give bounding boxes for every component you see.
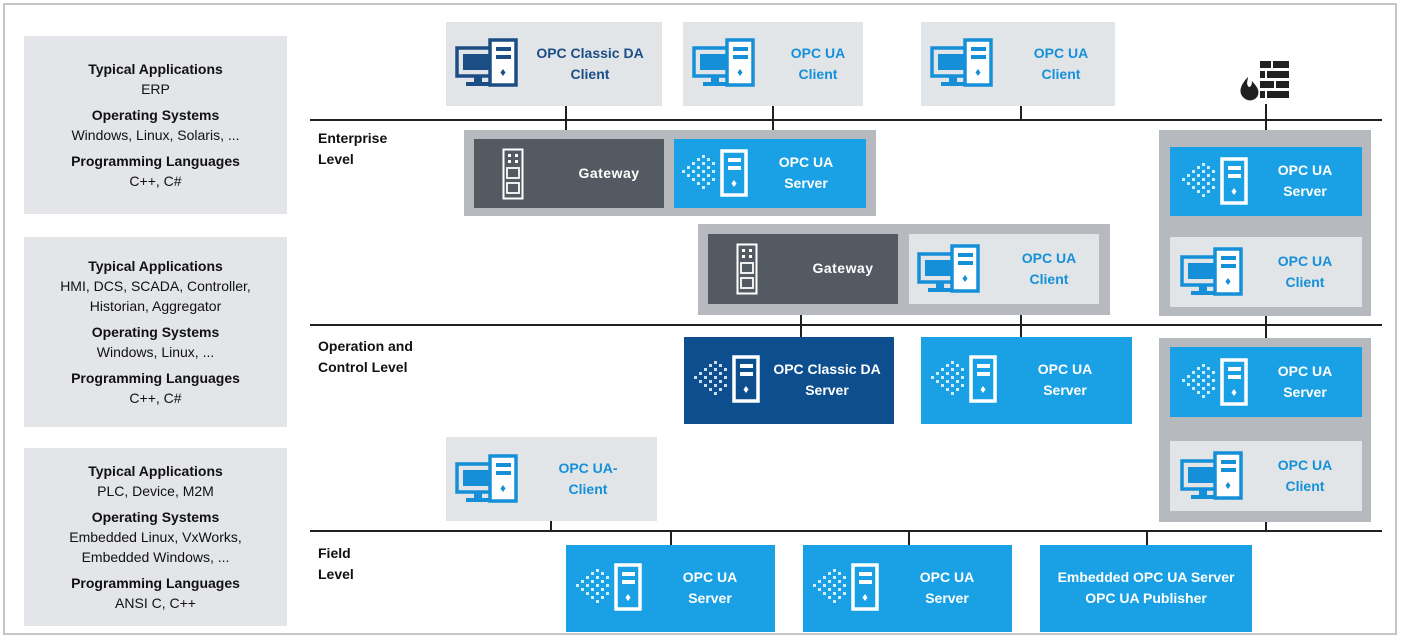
computer-icon — [930, 38, 996, 88]
field-bus-line — [310, 530, 1382, 532]
apps-text: PLC, Device, M2M — [97, 483, 214, 499]
opc-ua-client-top-2: OPC UA Client — [921, 22, 1115, 106]
os-text: Embedded Linux, VxWorks, Embedded Window… — [69, 529, 242, 565]
enterprise-level-label: Enterprise Level — [318, 130, 388, 167]
opc-classic-da-client: OPC Classic DA Client — [446, 22, 662, 106]
connector — [1020, 324, 1022, 338]
lang-heading: Programming Languages — [71, 370, 240, 386]
os-heading: Operating Systems — [91, 324, 220, 340]
node-label: OPC UA Server — [1277, 162, 1333, 199]
opc-ua-client-right-1: OPC UA Client — [1170, 237, 1362, 307]
opc-ua-client-field: OPC UA-Client — [446, 437, 657, 521]
enterprise-info-panel: Typical Applications ERP Operating Syste… — [24, 36, 287, 214]
connector — [1265, 315, 1267, 339]
lang-heading: Programming Languages — [71, 153, 240, 169]
server-tower-icon — [929, 354, 999, 404]
node-label: Gateway — [812, 260, 874, 276]
computer-icon — [1180, 451, 1246, 501]
os-heading: Operating Systems — [91, 107, 220, 123]
gateway-2: Gateway — [708, 234, 898, 304]
operation-bus-line — [310, 324, 1382, 326]
apps-heading: Typical Applications — [88, 258, 223, 274]
connector — [670, 530, 672, 545]
lang-text: C++, C# — [129, 390, 182, 406]
operation-info-panel: Typical Applications HMI, DCS, SCADA, Co… — [24, 237, 287, 427]
computer-icon — [455, 38, 521, 88]
opc-ua-server-operation: OPC UA Server — [921, 337, 1132, 424]
field-level-label: Field Level — [318, 545, 354, 582]
node-label: OPC Classic DA Client — [536, 45, 644, 82]
computer-icon — [917, 244, 983, 294]
node-label: Gateway — [578, 165, 640, 181]
opc-ua-server-field-1: OPC UA Server — [566, 545, 775, 632]
server-tower-icon — [1180, 156, 1250, 206]
opc-ua-server-field-2: OPC UA Server — [803, 545, 1012, 632]
opc-ua-client-gateway: OPC UA Client — [909, 234, 1099, 304]
node-label-line1: Embedded OPC UA Server — [1057, 569, 1235, 585]
apps-heading: Typical Applications — [88, 463, 223, 479]
connector — [1265, 104, 1267, 130]
connector — [565, 106, 567, 120]
node-label: OPC UA Server — [682, 569, 738, 606]
connector — [1020, 314, 1022, 325]
node-label: OPC UA Client — [1033, 45, 1089, 82]
server-tower-icon — [811, 562, 881, 612]
lang-heading: Programming Languages — [71, 575, 240, 591]
lang-text: ANSI C, C++ — [115, 595, 196, 611]
field-info-panel: Typical Applications PLC, Device, M2M Op… — [24, 448, 287, 626]
apps-text: HMI, DCS, SCADA, Controller, Historian, … — [60, 278, 251, 314]
connector — [1265, 520, 1267, 531]
firewall-icon — [1240, 61, 1289, 101]
computer-icon — [1180, 247, 1246, 297]
os-text: Windows, Linux, ... — [96, 344, 215, 360]
operation-level-label: Operation and Control Level — [318, 338, 413, 375]
os-text: Windows, Linux, Solaris, ... — [71, 127, 240, 143]
apps-heading: Typical Applications — [88, 61, 223, 77]
node-label: OPC UA Client — [1277, 457, 1333, 494]
opc-ua-client-right-2: OPC UA Client — [1170, 441, 1362, 511]
connector — [800, 314, 802, 325]
server-tower-icon — [1180, 357, 1250, 407]
node-label: OPC Classic DA Server — [773, 361, 881, 398]
connector — [1020, 106, 1022, 120]
node-label: OPC UA Server — [778, 154, 834, 191]
gateway-1: Gateway — [474, 139, 664, 208]
lang-text: C++, C# — [129, 173, 182, 189]
apps-text: ERP — [141, 81, 170, 97]
embedded-opc-ua-server: Embedded OPC UA Server OPC UA Publisher — [1040, 545, 1252, 632]
os-heading: Operating Systems — [91, 509, 220, 525]
node-label: OPC UA Server — [919, 569, 975, 606]
computer-icon — [455, 454, 521, 504]
server-tower-icon — [692, 354, 762, 404]
node-label: OPC UA-Client — [558, 460, 618, 497]
connector — [565, 119, 567, 131]
server-tower-icon — [680, 148, 750, 198]
computer-icon — [692, 38, 758, 88]
enterprise-bus-line — [310, 119, 1382, 121]
gateway-device-icon — [736, 243, 758, 295]
node-label-line2: OPC UA Publisher — [1085, 590, 1207, 606]
connector — [550, 521, 552, 531]
node-label: OPC UA Client — [790, 45, 846, 82]
opc-ua-server-right-2: OPC UA Server — [1170, 347, 1362, 417]
connector — [800, 324, 802, 338]
node-label: OPC UA Client — [1021, 250, 1077, 287]
connector — [908, 530, 910, 545]
connector — [772, 119, 774, 131]
opc-classic-da-server: OPC Classic DA Server — [684, 337, 894, 424]
diagram-frame — [3, 3, 1397, 635]
node-label: OPC UA Client — [1277, 253, 1333, 290]
server-tower-icon — [574, 562, 644, 612]
connector — [772, 106, 774, 120]
gateway-device-icon — [502, 148, 524, 200]
opc-ua-server-enterprise: OPC UA Server — [674, 139, 866, 208]
connector — [1146, 530, 1148, 545]
opc-ua-client-top-1: OPC UA Client — [683, 22, 863, 106]
node-label: OPC UA Server — [1037, 361, 1093, 398]
node-label: OPC UA Server — [1277, 363, 1333, 400]
opc-ua-server-right-1: OPC UA Server — [1170, 147, 1362, 216]
